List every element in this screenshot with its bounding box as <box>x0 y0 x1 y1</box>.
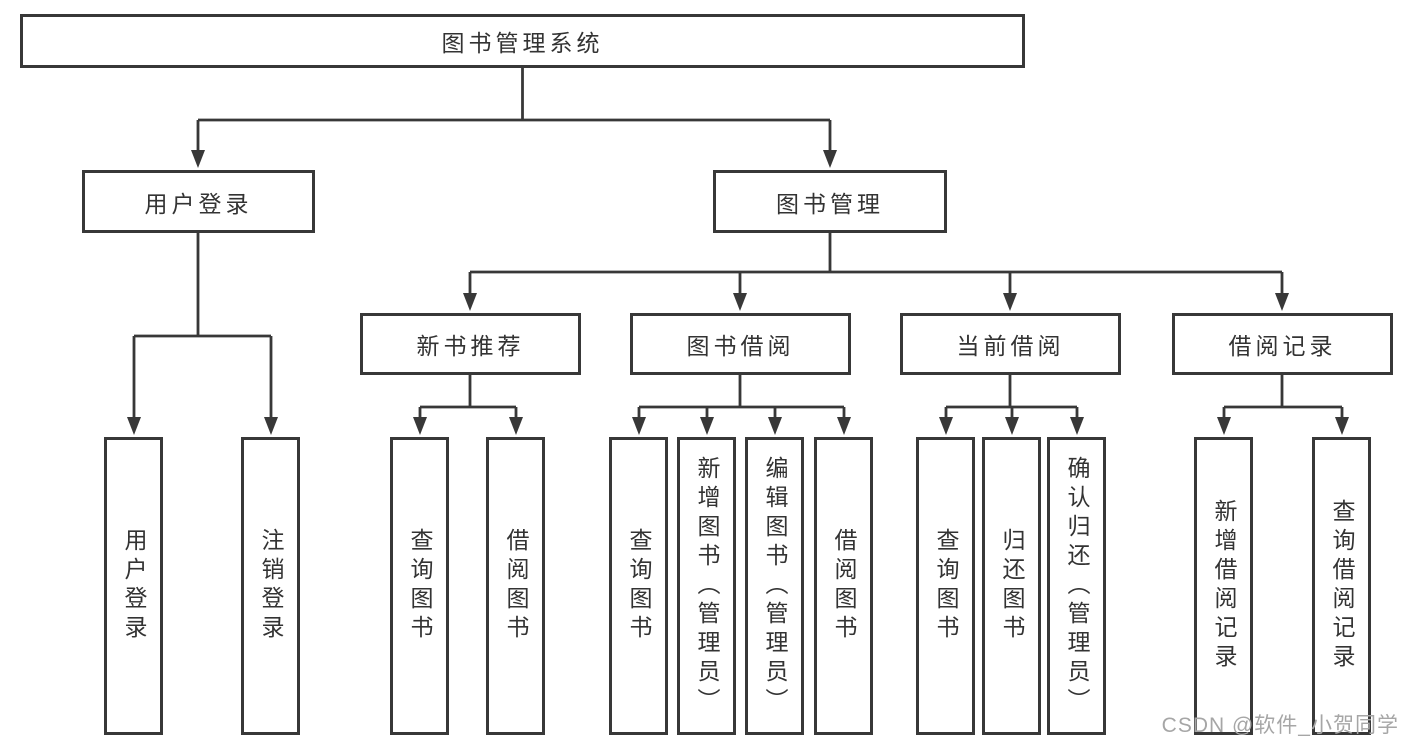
leaf-logout: 注销登录 <box>241 437 300 735</box>
leaf-query-books-current: 查询图书 <box>916 437 975 735</box>
node-book-management: 图书管理 <box>713 170 947 233</box>
node-new-book-recommendation: 新书推荐 <box>360 313 581 375</box>
leaf-query-books-borrow: 查询图书 <box>609 437 668 735</box>
leaf-borrow-books-recommend: 借阅图书 <box>486 437 545 735</box>
leaf-add-borrow-record-label: 新增借阅记录 <box>1211 499 1237 673</box>
node-new-book-recommendation-label: 新书推荐 <box>416 333 525 359</box>
node-root-label: 图书管理系统 <box>441 30 604 56</box>
leaf-logout-label: 注销登录 <box>258 528 284 644</box>
leaf-add-book-admin-label: 新增图书（管理员） <box>694 455 720 717</box>
leaf-borrow-books-recommend-label: 借阅图书 <box>503 528 529 644</box>
leaf-return-books-label: 归还图书 <box>999 528 1025 644</box>
leaf-add-borrow-record: 新增借阅记录 <box>1194 437 1253 735</box>
leaf-query-books-recommend: 查询图书 <box>390 437 449 735</box>
node-borrowing-records: 借阅记录 <box>1172 313 1393 375</box>
leaf-query-borrow-record-label: 查询借阅记录 <box>1329 499 1355 673</box>
leaf-borrow-books-label: 借阅图书 <box>831 528 857 644</box>
leaf-query-books-recommend-label: 查询图书 <box>407 528 433 644</box>
node-borrowing-records-label: 借阅记录 <box>1228 333 1337 359</box>
leaf-borrow-books: 借阅图书 <box>814 437 873 735</box>
node-book-borrowing-label: 图书借阅 <box>686 333 795 359</box>
node-current-borrowing: 当前借阅 <box>900 313 1121 375</box>
leaf-edit-book-admin: 编辑图书（管理员） <box>745 437 804 735</box>
leaf-query-borrow-record: 查询借阅记录 <box>1312 437 1371 735</box>
leaf-user-login: 用户登录 <box>104 437 163 735</box>
leaf-user-login-label: 用户登录 <box>121 528 147 644</box>
leaf-confirm-return-admin: 确认归还（管理员） <box>1047 437 1106 735</box>
leaf-query-books-borrow-label: 查询图书 <box>626 528 652 644</box>
leaf-edit-book-admin-label: 编辑图书（管理员） <box>762 455 788 717</box>
leaf-confirm-return-admin-label: 确认归还（管理员） <box>1064 455 1090 717</box>
node-root: 图书管理系统 <box>20 14 1025 68</box>
node-user-login-label: 用户登录 <box>144 190 253 217</box>
leaf-return-books: 归还图书 <box>982 437 1041 735</box>
arrowheads <box>127 150 1349 435</box>
leaf-query-books-current-label: 查询图书 <box>933 528 959 644</box>
leaf-add-book-admin: 新增图书（管理员） <box>677 437 736 735</box>
watermark: CSDN @软件_小贺同学 <box>1161 714 1399 737</box>
node-book-borrowing: 图书借阅 <box>630 313 851 375</box>
node-current-borrowing-label: 当前借阅 <box>956 333 1065 359</box>
node-book-management-label: 图书管理 <box>776 190 884 217</box>
node-user-login: 用户登录 <box>82 170 315 233</box>
